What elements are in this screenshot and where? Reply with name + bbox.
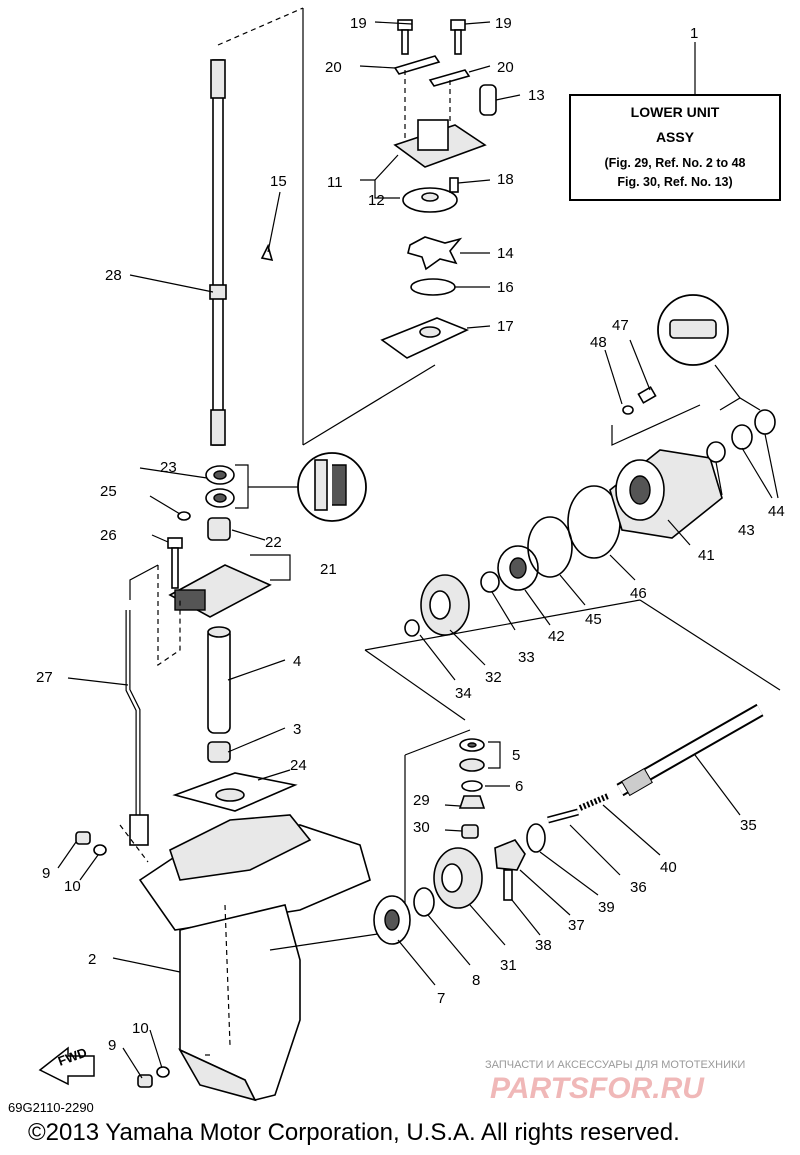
box-title-line2: ASSY [656, 129, 695, 145]
callout-44: 44 [768, 503, 785, 520]
callout-23: 23 [160, 459, 177, 476]
callout-10a: 10 [64, 878, 81, 895]
callout-48: 48 [590, 334, 607, 351]
callout-25: 25 [100, 483, 117, 500]
callout-2: 2 [88, 951, 96, 968]
drive-shaft [209, 7, 436, 446]
upper-bearing-group [167, 452, 367, 618]
callout-9a: 9 [42, 865, 50, 882]
callout-18: 18 [497, 171, 514, 188]
callout-37: 37 [568, 917, 585, 934]
callout-12: 12 [368, 192, 385, 209]
callout-40: 40 [660, 859, 677, 876]
callout-20b: 20 [497, 59, 514, 76]
shift-rod [125, 564, 181, 846]
callout-30: 30 [413, 819, 430, 836]
watermark-logo: PARTSFOR.RU [490, 1072, 705, 1105]
callout-26: 26 [100, 527, 117, 544]
callout-13: 13 [528, 87, 545, 104]
callout-16: 16 [497, 279, 514, 296]
callout-42: 42 [548, 628, 565, 645]
reverse-gear-group [373, 703, 764, 945]
callout-17: 17 [497, 318, 514, 335]
callout-38: 38 [535, 937, 552, 954]
callout-28: 28 [105, 267, 122, 284]
water-pump-group [359, 19, 521, 359]
callout-43: 43 [738, 522, 755, 539]
callout-45: 45 [585, 611, 602, 628]
callout-7: 7 [437, 990, 445, 1007]
callout-39: 39 [598, 899, 615, 916]
callout-31: 31 [500, 957, 517, 974]
callout-29: 29 [413, 792, 430, 809]
box-ref-line2: Fig. 30, Ref. No. 13) [617, 175, 732, 189]
copyright-notice: ©2013 Yamaha Motor Corporation, U.S.A. A… [28, 1119, 680, 1146]
callout-35: 35 [740, 817, 757, 834]
callout-4: 4 [293, 653, 301, 670]
callout-41: 41 [698, 547, 715, 564]
callout-numbers: 2 3 4 5 6 7 8 9 10 9 10 11 12 13 14 15 1… [36, 15, 785, 1054]
forward-gear-group [364, 485, 781, 721]
callout-11: 11 [327, 174, 343, 191]
callout-3: 3 [293, 721, 301, 738]
sleeves-and-gasket [172, 626, 298, 812]
callout-6: 6 [515, 778, 523, 795]
callout-32: 32 [485, 669, 502, 686]
callout-27: 27 [36, 669, 53, 686]
callout-24: 24 [290, 757, 307, 774]
callout-19b: 19 [495, 15, 512, 32]
drain-screws: FWD [38, 831, 170, 1088]
callout-19a: 19 [350, 15, 367, 32]
diagram-code: 69G2110-2290 [8, 1100, 94, 1115]
callout-8: 8 [472, 972, 480, 989]
callout-5: 5 [512, 747, 520, 764]
woodruff-key [260, 191, 281, 262]
watermark-tagline: ЗАПЧАСТИ И АКСЕССУАРЫ ДЛЯ МОТОТЕХНИКИ [485, 1059, 745, 1071]
callout-34: 34 [455, 685, 472, 702]
callout-9b: 9 [108, 1037, 116, 1054]
callout-21: 21 [320, 561, 337, 578]
callout-36: 36 [630, 879, 647, 896]
callout-20a: 20 [325, 59, 342, 76]
callout-22: 22 [265, 534, 282, 551]
callout-14: 14 [497, 245, 514, 262]
box-ref-line1: (Fig. 29, Ref. No. 2 to 48 [605, 156, 746, 170]
lower-casing [119, 729, 471, 1102]
callout-33: 33 [518, 649, 535, 666]
callout-47: 47 [612, 317, 629, 334]
callout-15: 15 [270, 173, 287, 190]
leader-lines [57, 274, 779, 1079]
box-title-line1: LOWER UNIT [631, 104, 720, 120]
callout-10b: 10 [132, 1020, 149, 1037]
pinion-group [458, 738, 501, 839]
assembly-info-box: 1 LOWER UNIT ASSY (Fig. 29, Ref. No. 2 t… [569, 25, 781, 201]
callout-46: 46 [630, 585, 647, 602]
propeller-shaft-housing-group [609, 294, 776, 539]
callout-1: 1 [690, 25, 698, 42]
